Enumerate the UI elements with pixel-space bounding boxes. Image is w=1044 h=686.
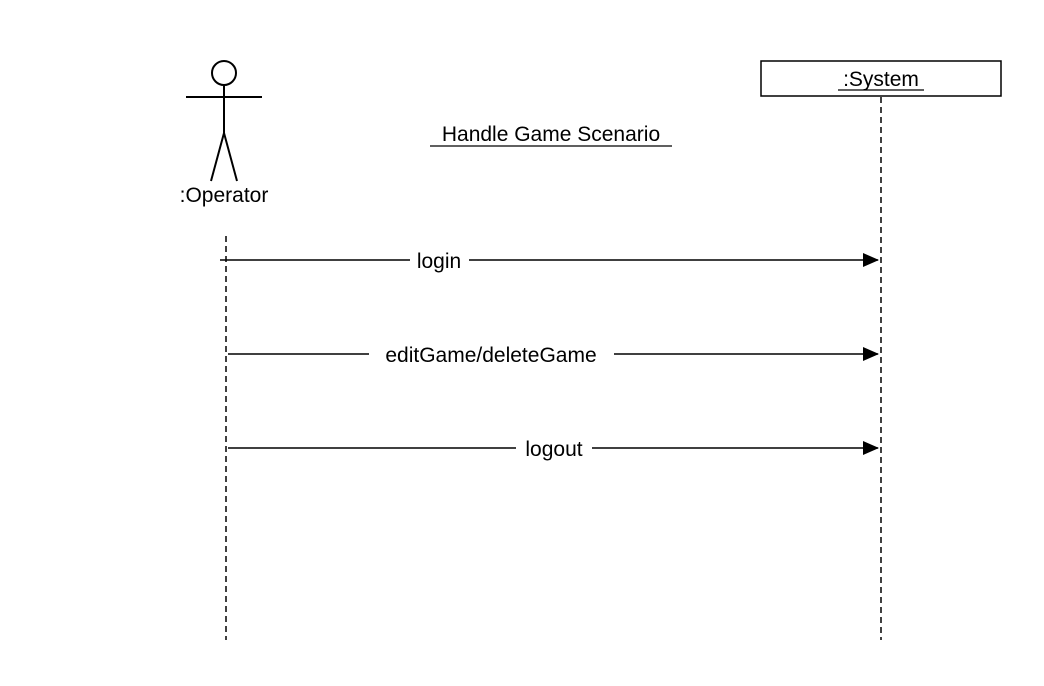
message-login: login [220, 250, 879, 273]
message-edit-delete-game: editGame/deleteGame [228, 344, 879, 367]
operator-actor-label: :Operator [180, 184, 269, 207]
message-logout-label: logout [525, 438, 582, 461]
diagram-title: Handle Game Scenario [442, 123, 660, 146]
message-edit-delete-game-label: editGame/deleteGame [385, 344, 596, 367]
message-logout: logout [228, 438, 879, 461]
message-login-label: login [417, 250, 461, 273]
operator-actor-icon [186, 60, 262, 182]
system-object-label: :System [843, 68, 919, 91]
